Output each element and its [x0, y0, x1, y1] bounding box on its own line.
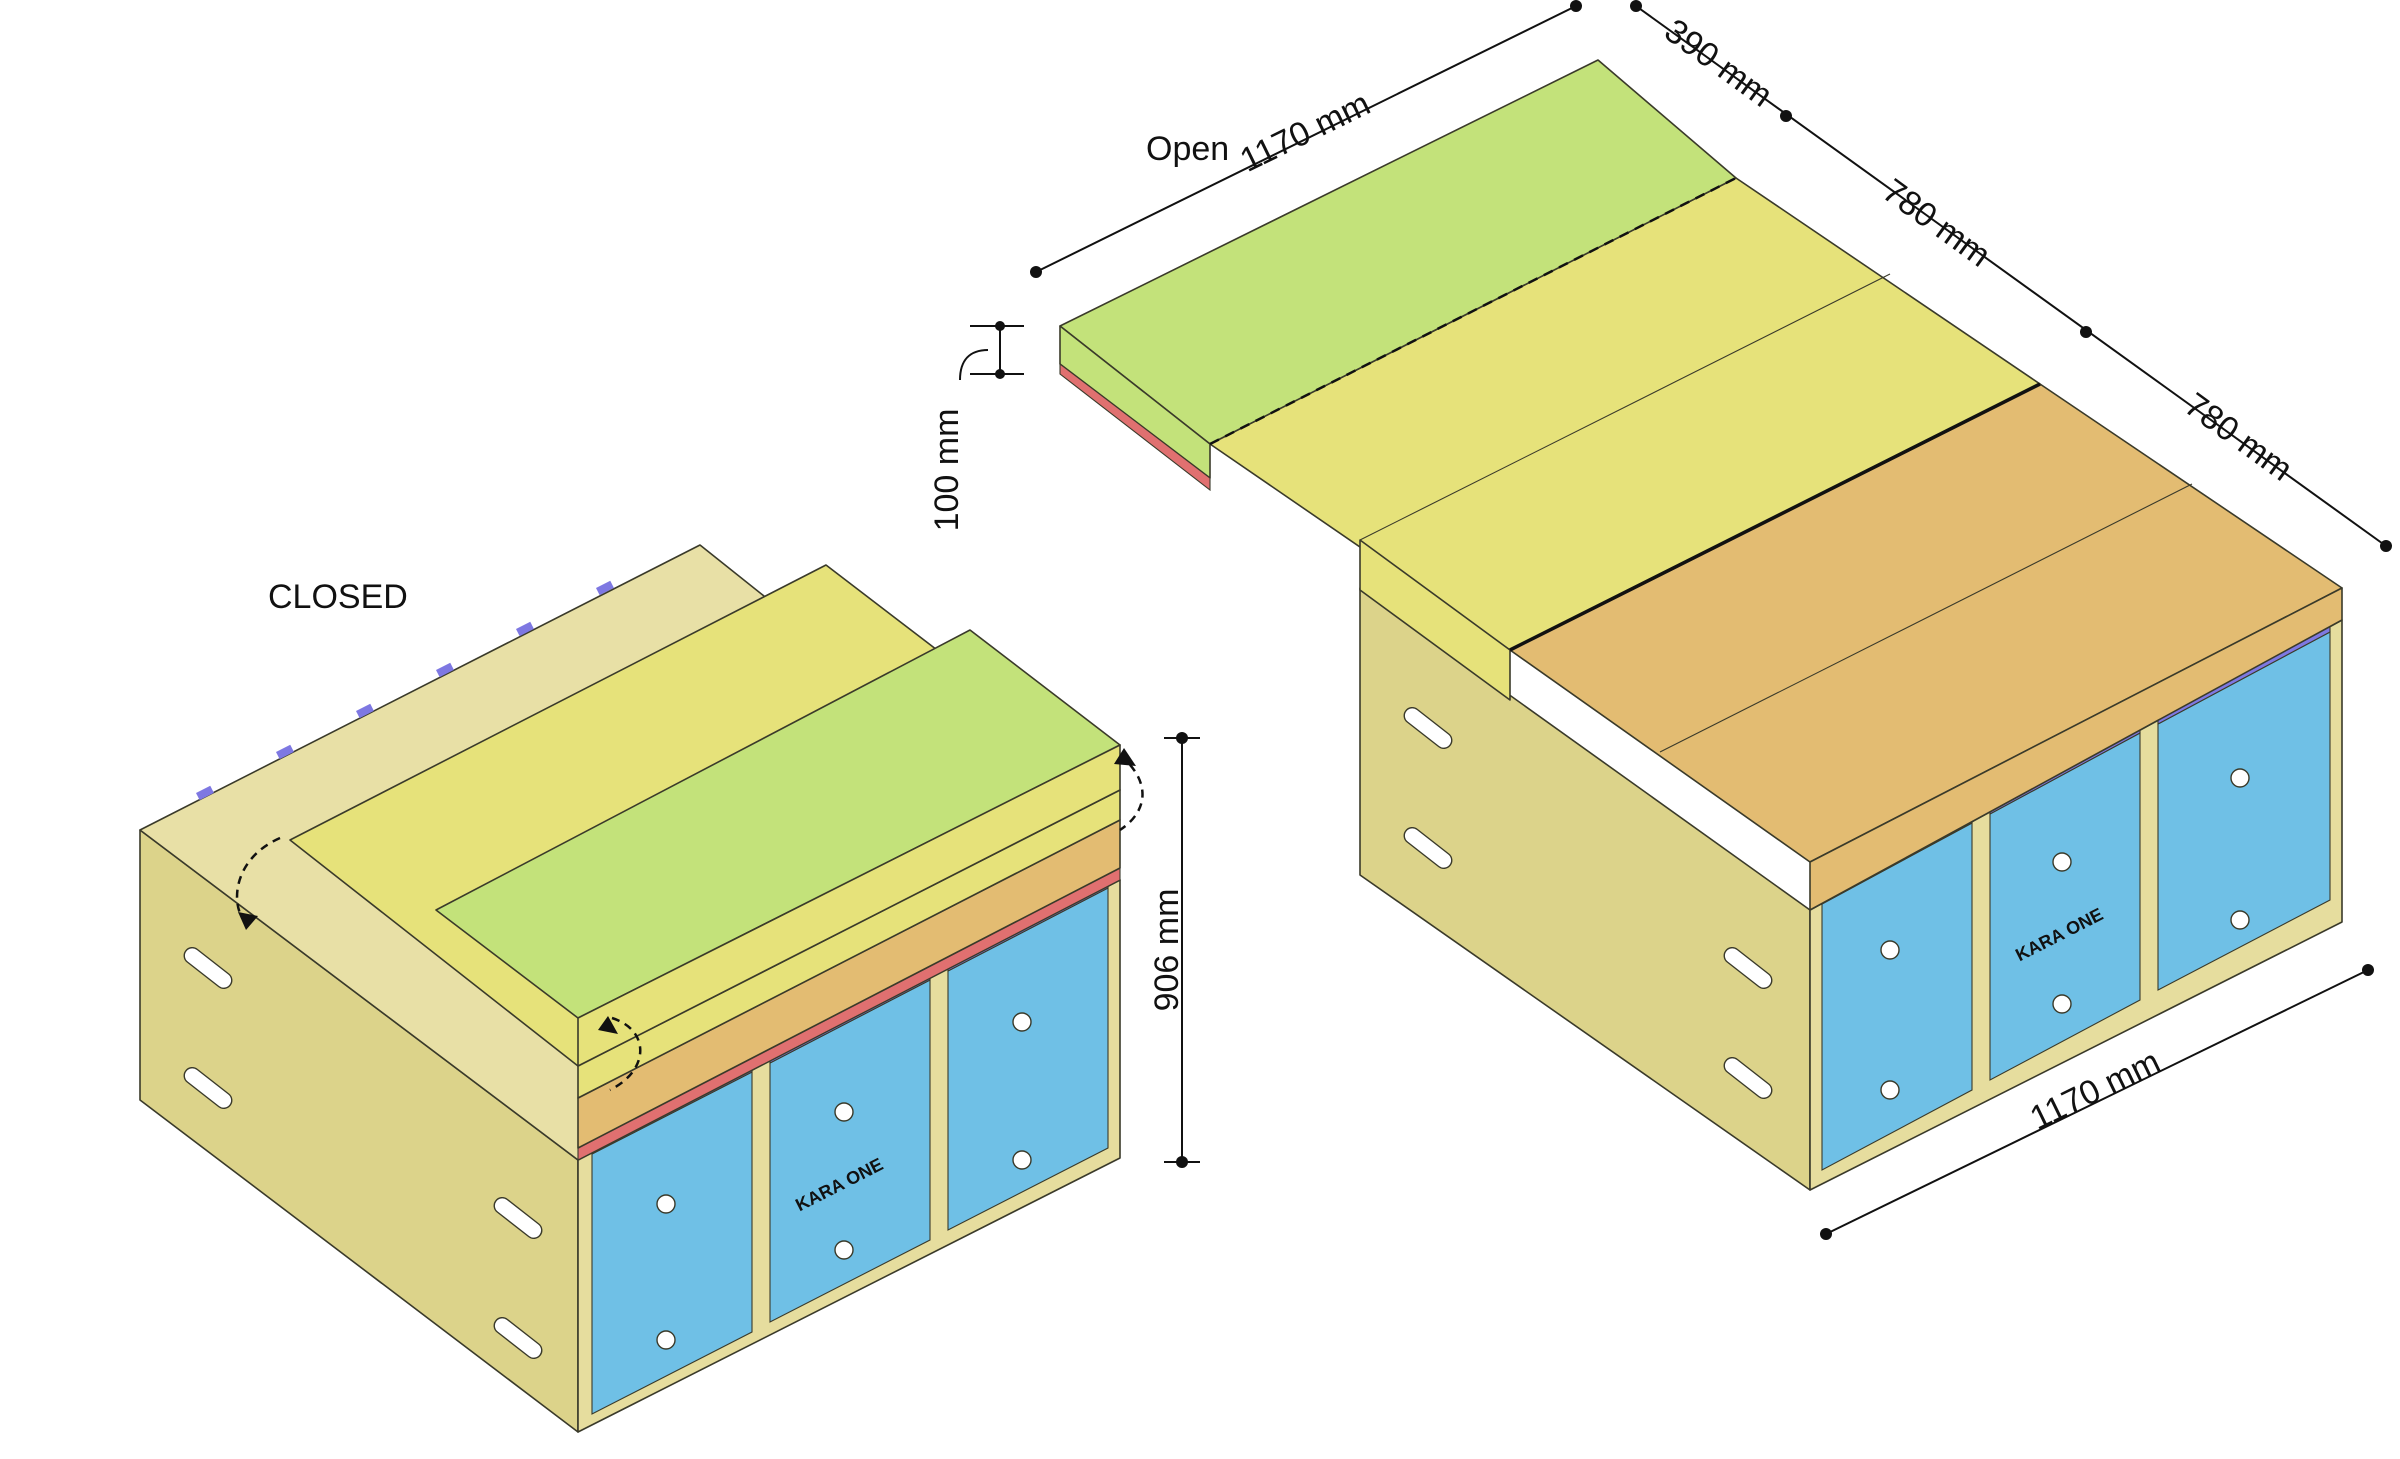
closed-title: CLOSED: [268, 578, 408, 616]
closed-box: KARA ONE 906 mm CLOSED: [139, 544, 1200, 1433]
open-center-seam: [1509, 382, 2041, 652]
closed-side-slots: [183, 946, 543, 1360]
open-depth-label-1: 780 mm: [1876, 172, 1998, 275]
open-yellow-seam: [1359, 273, 1891, 541]
open-front-width-dimension: [1820, 964, 2374, 1240]
open-thickness-dimension: [959, 321, 1024, 381]
closed-edge-marks: [196, 580, 614, 801]
open-orange-seam: [1659, 483, 2193, 753]
open-fold-line: [1209, 176, 1737, 446]
open-cushion-yellow-side: [1359, 539, 1511, 701]
open-thickness-label: 100 mm: [928, 409, 966, 532]
closed-height-label: 906 mm: [1148, 889, 1186, 1012]
open-depth-label-2: 780 mm: [2178, 386, 2300, 489]
open-top-width-label: 1170 mm: [1234, 85, 1376, 180]
closed-arrow-heads: [238, 748, 1136, 1034]
open-box: KARA ONE Open 1170 mm 390 mm 780 mm 780 …: [928, 0, 2392, 1240]
open-side-slots: [1403, 706, 1773, 1100]
open-ext-label: 390 mm: [1658, 12, 1780, 115]
open-cushion-orange-front: [1809, 587, 2343, 911]
closed-cushion-green-front: [577, 744, 1121, 1067]
closed-drawer-holes: [656, 1012, 1032, 1350]
open-red-underside: [1059, 362, 1211, 492]
open-drawer-holes: [1880, 768, 2250, 1100]
open-top-width-dimension: [1030, 0, 1582, 278]
open-title: Open: [1146, 130, 1229, 168]
closed-height-dimension: [1164, 732, 1200, 1168]
open-depth-dimension: [1630, 0, 2392, 552]
